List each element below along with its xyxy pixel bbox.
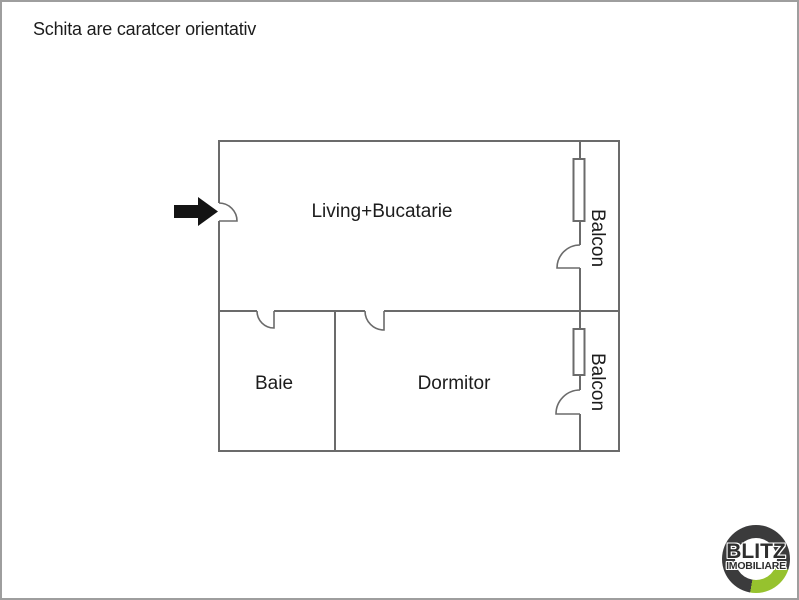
wall-outline <box>219 141 619 451</box>
door-arc-dormitor <box>365 311 384 330</box>
room-label-baie: Baie <box>255 373 293 394</box>
logo-ring-center <box>735 538 777 580</box>
blitz-logo: BLITZ IMOBILIARE <box>722 525 790 593</box>
door-arc-baie <box>257 311 274 328</box>
room-label-dormitor: Dormitor <box>418 373 492 394</box>
room-label-living: Living+Bucatarie <box>311 201 452 222</box>
logo-wordmark: BLITZ IMOBILIARE <box>716 540 796 572</box>
door-arc-entrance <box>219 203 237 221</box>
window-icon-top <box>574 159 585 221</box>
room-label-balcon-top: Balcon <box>587 209 608 267</box>
logo-brand-subtitle: IMOBILIARE <box>726 560 786 572</box>
entrance-arrow-icon <box>174 197 218 226</box>
window-icon-bottom <box>574 329 585 375</box>
door-arc-balcon-top <box>557 245 580 268</box>
logo-ring-icon <box>722 525 790 593</box>
door-arc-balcon-bottom <box>556 390 580 414</box>
room-label-balcon-bottom: Balcon <box>587 353 608 411</box>
logo-brand-name: BLITZ <box>726 540 786 563</box>
disclaimer-text: Schita are caratcer orientativ <box>33 19 257 39</box>
